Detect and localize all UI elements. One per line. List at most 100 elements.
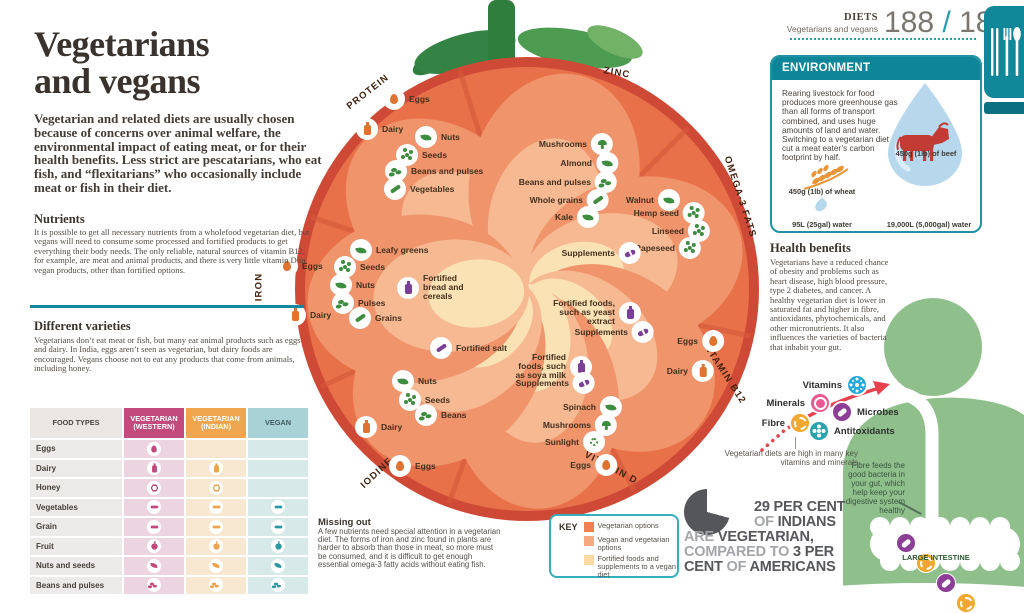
beans-and-pulses-icon [595, 171, 617, 193]
missing-out-heading: Missing out [318, 517, 371, 528]
beans-icon [271, 578, 285, 593]
dairy-icon [284, 304, 306, 326]
milk-bottle-icon [209, 461, 223, 476]
seeds-icon [334, 256, 356, 278]
wheat-label: 450g (1lb) of wheat [788, 187, 856, 196]
beef-water-label: 19,000L (5,000gal) water [886, 220, 972, 229]
vegetables-icon [384, 178, 406, 200]
tomato-item: Fortified foods, such as yeast extract [551, 299, 641, 326]
fortified-foods-icon [619, 301, 641, 324]
chapter-tab [984, 6, 1024, 98]
tomato-item: Fortified bread and cereals [397, 274, 481, 301]
segment-label-iron: IRON [253, 272, 265, 302]
tomato-item: Linseed [652, 220, 710, 242]
table-cell [186, 557, 246, 575]
milk-bottle-icon [147, 461, 161, 476]
wheat-icon [803, 164, 849, 190]
almond-icon [596, 152, 618, 174]
grain-icon [209, 519, 223, 534]
beans-icon [209, 578, 223, 593]
eggs-icon [389, 455, 411, 477]
vegetable-icon [271, 500, 285, 515]
table-cell [186, 518, 246, 536]
fibre-icon [956, 593, 976, 613]
tomato-item: Grains [349, 307, 402, 329]
nuts-icon [415, 126, 437, 148]
supplements-icon [632, 321, 654, 343]
eggs-icon [595, 454, 617, 476]
page-numbers: 188 / 189 [884, 6, 1009, 39]
table-cell [248, 440, 308, 458]
nuts-icon [392, 370, 414, 392]
tomato-item: Seeds [399, 389, 450, 411]
cow-icon [896, 122, 949, 161]
key-swatch-vegan-vegetarian [583, 535, 594, 546]
tomato-item: Beans and pulses [519, 171, 617, 193]
beans-icon [415, 404, 437, 426]
tomato-item: Nuts [330, 274, 375, 296]
fruit-icon [271, 539, 285, 554]
table-cell [124, 479, 184, 497]
tomato-item: Dairy [667, 360, 714, 382]
pulses-icon [332, 292, 354, 314]
seeds-icon [399, 389, 421, 411]
tomato-item: Fortified salt [430, 337, 507, 359]
beans-icon [147, 578, 161, 593]
section-label: DIETS [843, 12, 878, 23]
row-label: Vegetables [30, 498, 122, 516]
vegetarian-statistic: 29 PER CENT OF INDIANS ARE VEGETARIAN, C… [684, 499, 846, 575]
column-header-vegan: VEGAN [248, 408, 308, 438]
vegetable-icon [147, 500, 161, 515]
row-label: Dairy [30, 459, 122, 477]
egg-icon [147, 441, 161, 456]
tomato-item: Eggs [570, 454, 617, 476]
table-cell [248, 479, 308, 497]
large-intestine-label: LARGE INTESTINE [902, 553, 970, 562]
food-types-table: FOOD TYPES VEGETARIAN (WESTERN) VEGETARI… [30, 408, 310, 594]
table-cell [248, 518, 308, 536]
health-benefits-heading: Health benefits [770, 241, 851, 255]
key-swatch-fortified [583, 555, 594, 565]
microbes-icon [896, 533, 916, 553]
row-label: Grain [30, 518, 122, 536]
table-cell [124, 498, 184, 516]
tomato-item: Mushrooms [543, 414, 617, 436]
key-legend: KEY Vegetarian options Vegan and vegetar… [549, 514, 679, 579]
table-cell [124, 459, 184, 477]
water-droplet-beef-icon [888, 83, 962, 186]
row-label: Nuts and seeds [30, 557, 122, 575]
cutlery-icon [991, 27, 1021, 76]
antitoxidants-icon [808, 420, 830, 442]
missing-out-body: A few nutrients need special attention i… [318, 527, 501, 569]
dairy-icon [356, 118, 378, 140]
bubble-minerals: Minerals [766, 392, 831, 414]
fortified-salt-icon [430, 337, 452, 359]
tomato-item: Dairy [356, 118, 403, 140]
beans-and-pulses-icon [385, 160, 407, 182]
tomato-item: Supplements [516, 372, 595, 394]
fortified-bread-icon [397, 276, 419, 299]
dotted-rule [790, 38, 976, 40]
tomato-item: Pulses [332, 292, 385, 314]
nuts-icon [330, 274, 352, 296]
row-label: Eggs [30, 440, 122, 458]
vegetable-icon [209, 500, 223, 515]
row-label: Fruit [30, 537, 122, 555]
table-cell [248, 459, 308, 477]
tomato-item: Spinach [563, 396, 622, 418]
row-label: Beans and pulses [30, 576, 122, 594]
tomato-item: Nuts [392, 370, 437, 392]
table-cell [248, 576, 308, 594]
environment-body: Rearing livestock for food produces more… [782, 89, 905, 163]
dairy-icon [692, 360, 714, 382]
table-cell [186, 576, 246, 594]
table-cell [186, 459, 246, 477]
bubble-antitoxidants: Antitoxidants [808, 420, 895, 442]
tomato-item: Supplements [575, 321, 654, 343]
spinach-icon [600, 396, 622, 418]
table-cell [186, 498, 246, 516]
leafy-greens-icon [350, 239, 372, 261]
tomato-item: Almond [560, 152, 618, 174]
table-cell [248, 537, 308, 555]
